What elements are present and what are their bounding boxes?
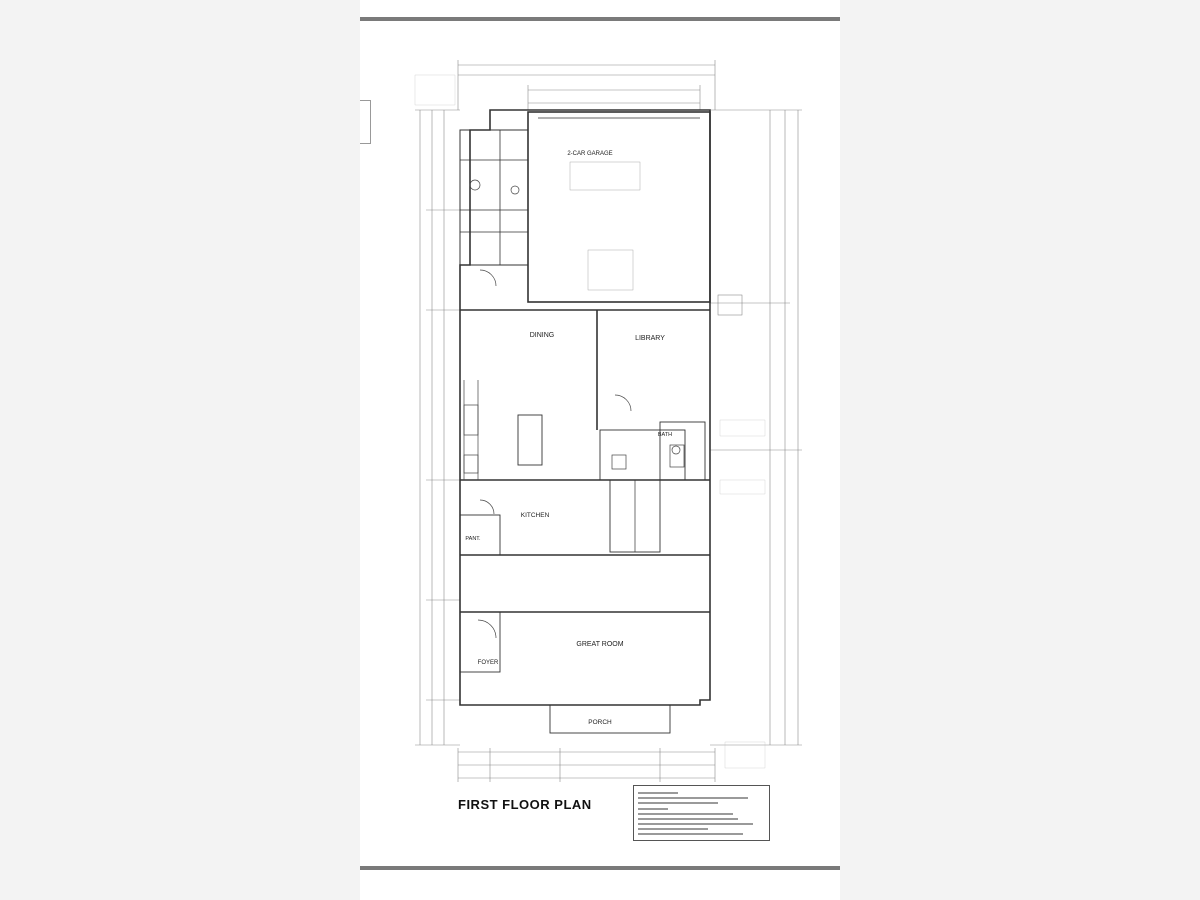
room-label-kitchen: KITCHEN (521, 512, 550, 519)
note-line (638, 828, 708, 830)
drawing-title: FIRST FLOOR PLAN (458, 797, 592, 812)
note-line (638, 813, 733, 815)
room-labels: 2-CAR GARAGE DINING LIBRARY KITCHEN PANT… (465, 151, 672, 726)
dimension-lines (415, 60, 802, 782)
general-notes-box (633, 785, 770, 841)
room-label-dining: DINING (530, 332, 555, 339)
sheet-bottom-border (360, 866, 840, 870)
floor-plan-drawing: 2-CAR GARAGE DINING LIBRARY KITCHEN PANT… (414, 60, 802, 782)
note-line (638, 833, 743, 835)
drawing-sheet: 2-CAR GARAGE DINING LIBRARY KITCHEN PANT… (360, 0, 840, 900)
fixtures-and-doors (463, 179, 685, 639)
plan-annotations (414, 74, 766, 769)
note-line (638, 792, 678, 794)
room-label-library: LIBRARY (635, 335, 665, 342)
walls (459, 109, 711, 734)
room-label-porch: PORCH (588, 719, 612, 726)
note-line (638, 823, 753, 825)
sheet-edge-tab (360, 100, 371, 144)
sheet-top-border (360, 17, 840, 21)
note-line (638, 818, 738, 820)
room-label-foyer: FOYER (478, 660, 499, 666)
note-line (638, 808, 668, 810)
room-label-bath: BATH (658, 432, 672, 438)
note-line (638, 802, 718, 804)
note-line (638, 797, 748, 799)
room-label-great-room: GREAT ROOM (576, 641, 623, 648)
room-label-pantry: PANT. (465, 536, 481, 542)
room-label-garage: 2-CAR GARAGE (567, 151, 612, 157)
